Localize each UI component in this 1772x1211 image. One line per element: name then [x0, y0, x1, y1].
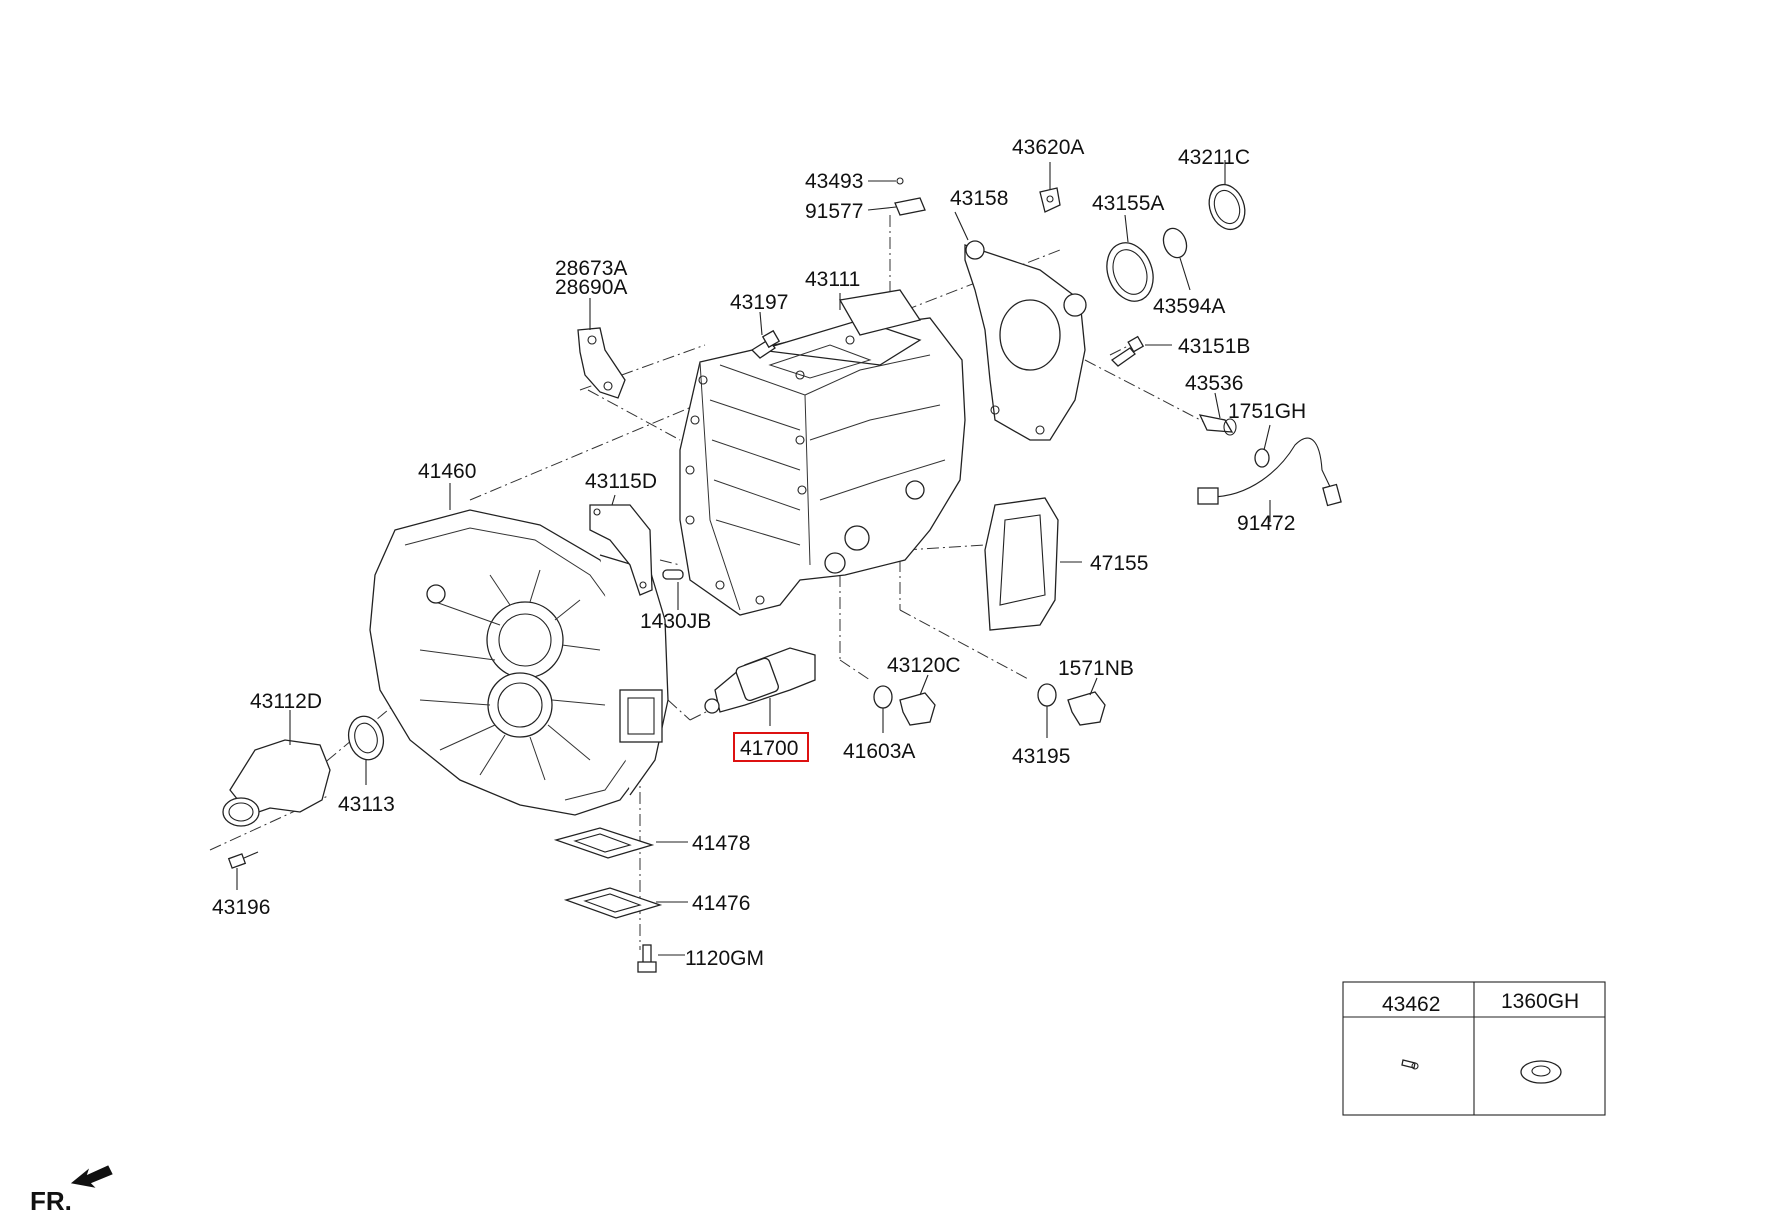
housing-ribs	[419, 569, 606, 781]
highlight-box-41700	[733, 732, 809, 762]
washer-41603A[interactable]	[873, 685, 893, 709]
cover-plate-43115D[interactable]	[589, 504, 653, 596]
plug-1571NB[interactable]	[1067, 691, 1106, 726]
gasket-41478[interactable]	[553, 827, 655, 859]
harness-91472[interactable]	[1197, 437, 1342, 507]
bolt-1120GM[interactable]	[637, 944, 657, 973]
seal-43211C[interactable]	[1203, 180, 1251, 235]
label-43113[interactable]: 43113	[338, 793, 395, 816]
leader-lines	[236, 160, 1271, 956]
label-41603A[interactable]: 41603A	[843, 740, 915, 763]
legend-washer-1360GH	[1520, 1060, 1562, 1084]
label-1751GH[interactable]: 1751GH	[1228, 400, 1306, 423]
bolt-43196[interactable]	[227, 851, 259, 869]
label-1571NB[interactable]: 1571NB	[1058, 657, 1134, 680]
case-bolt-holes	[685, 335, 855, 605]
clip-43493[interactable]	[896, 177, 904, 185]
label-43196[interactable]: 43196	[212, 896, 270, 919]
label-47155[interactable]: 47155	[1090, 552, 1148, 575]
part-labels: 43493 91577 43620A 43211C 43158 43155A 2…	[212, 136, 1306, 970]
label-28690A[interactable]: 28690A	[555, 276, 627, 299]
label-1120GM[interactable]: 1120GM	[685, 947, 764, 970]
bolt-43197[interactable]	[750, 329, 781, 359]
label-43594A[interactable]: 43594A	[1153, 295, 1225, 318]
rear-cover-43158[interactable]	[964, 240, 1087, 441]
label-43493[interactable]: 43493	[805, 170, 863, 193]
sensor-43536[interactable]	[1198, 414, 1237, 436]
washer-43594A[interactable]	[1160, 225, 1191, 261]
actuator-41700[interactable]	[704, 647, 816, 714]
front-label: FR.	[30, 1186, 72, 1211]
label-28673A[interactable]: 28673A	[555, 257, 627, 280]
label-43111[interactable]: 43111	[805, 268, 860, 291]
dowel-1430JB[interactable]	[662, 569, 684, 580]
plate-43620A[interactable]	[1039, 187, 1061, 213]
seal-43113[interactable]	[344, 712, 388, 763]
front-indicator: FR.	[30, 1165, 113, 1211]
label-91577[interactable]: 91577	[805, 200, 863, 223]
label-41460[interactable]: 41460	[418, 460, 476, 483]
label-43120C[interactable]: 43120C	[887, 654, 961, 677]
label-43112D[interactable]: 43112D	[250, 690, 322, 713]
label-43195[interactable]: 43195	[1012, 745, 1070, 768]
gasket-41476[interactable]	[563, 887, 663, 919]
label-43620A[interactable]: 43620A	[1012, 136, 1084, 159]
legend-table: 43462 1360GH	[1342, 981, 1606, 1116]
label-43115D[interactable]: 43115D	[585, 470, 657, 493]
oring-1751GH[interactable]	[1254, 448, 1270, 468]
transmission-case-43111[interactable]	[679, 289, 966, 616]
bracket-28673A[interactable]	[577, 327, 626, 399]
label-43211C[interactable]: 43211C	[1178, 146, 1250, 169]
legend-header-1360GH[interactable]: 1360GH	[1501, 990, 1579, 1013]
label-43536[interactable]: 43536	[1185, 372, 1243, 395]
label-91472[interactable]: 91472	[1237, 512, 1295, 535]
bolt-43151B[interactable]	[1110, 335, 1145, 367]
label-43151B[interactable]: 43151B	[1178, 335, 1250, 358]
label-43158[interactable]: 43158	[950, 187, 1008, 210]
legend-pin-43462	[1401, 1059, 1419, 1070]
seal-43155A[interactable]	[1099, 236, 1161, 307]
label-41478[interactable]: 41478	[692, 832, 750, 855]
gasket-47155[interactable]	[984, 497, 1059, 631]
clutch-housing-41460[interactable]	[369, 509, 669, 816]
label-43197[interactable]: 43197	[730, 291, 788, 314]
label-41476[interactable]: 41476	[692, 892, 750, 915]
plug-43120C[interactable]	[899, 692, 936, 726]
label-1430JB[interactable]: 1430JB	[640, 610, 711, 633]
label-41700[interactable]: 41700	[740, 737, 798, 760]
washer-43195[interactable]	[1037, 683, 1057, 707]
retainer-43112D[interactable]	[222, 739, 331, 827]
front-arrow-icon	[70, 1165, 113, 1188]
legend-header-43462[interactable]: 43462	[1382, 993, 1440, 1016]
bracket-91577[interactable]	[894, 197, 926, 216]
label-43155A[interactable]: 43155A	[1092, 192, 1164, 215]
